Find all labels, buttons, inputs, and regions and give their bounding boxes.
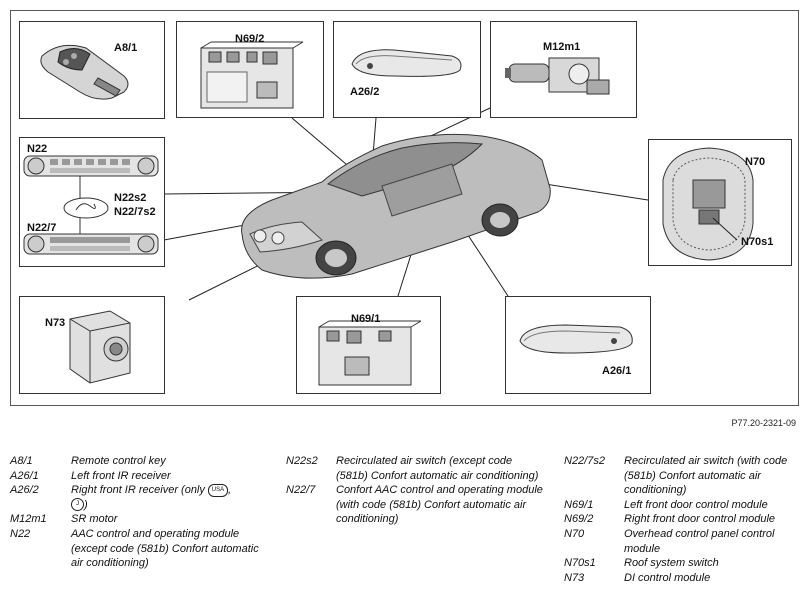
legend-desc: Recirculated air switch (except code (58…: [336, 455, 539, 482]
right-door-module-box: N69/2: [176, 21, 324, 118]
legend-item: N22s2 Recirculated air switch (except co…: [286, 454, 546, 483]
legend-code: N73: [564, 571, 585, 584]
legend-item: M12m1 SR motor: [10, 512, 272, 527]
label-n22-7: N22/7: [27, 222, 57, 234]
legend-item: A8/1 Remote control key: [10, 454, 272, 469]
figure-id: P77.20-2321-09: [731, 418, 796, 428]
legend-item: N70 Overhead control panel control modul…: [564, 527, 804, 556]
remote-key-box: A8/1: [19, 21, 165, 119]
legend-desc: Confort AAC control and operating module…: [336, 484, 543, 526]
label-a26-2: A26/2: [350, 86, 380, 98]
legend-code: A8/1: [10, 455, 33, 467]
label-m12m1: M12m1: [543, 41, 581, 53]
legend-desc: Recirculated air switch (with code (581b…: [624, 455, 788, 497]
legend-code: N69/1: [564, 498, 594, 511]
legend-desc: Right front IR receiver (only: [71, 484, 205, 497]
label-n22: N22: [27, 143, 48, 155]
legend-desc-cont: (except code (581b) Confort automatic ai…: [71, 542, 259, 570]
left-ir-receiver-illustration: [519, 324, 633, 354]
label-a26-1: A26/1: [602, 365, 632, 377]
car-illustration: [241, 133, 551, 279]
label-n22-7s2: N22/7s2: [114, 206, 156, 218]
legend-comma: ,: [227, 484, 232, 497]
legend-desc: DI control module: [624, 571, 711, 584]
label-n70: N70: [745, 156, 766, 168]
legend-code: N22s2: [286, 455, 318, 467]
legend-desc: Remote control key: [71, 455, 166, 467]
legend-desc-wrap: AAC control and operating module (except…: [71, 527, 272, 571]
legend-desc: Right front door control module: [624, 513, 776, 526]
legend-item: N70s1 Roof system switch: [564, 556, 804, 571]
remote-key-illustration: [40, 44, 129, 100]
legend-code: A26/2: [10, 484, 39, 497]
legend-column-1: A8/1 Remote control key A26/1 Left front…: [10, 454, 272, 571]
legend-column-3: N22/7s2 Recirculated air switch (with co…: [564, 454, 804, 585]
legend-code: N22/7s2: [564, 455, 605, 467]
legend-desc-wrap: Right front IR receiver (only USA, J): [71, 483, 232, 512]
legend-code: A26/1: [10, 469, 39, 482]
legend-item: N73 DI control module: [564, 571, 804, 586]
legend-item: N69/1 Left front door control module: [564, 498, 804, 513]
legend-item: A26/1 Left front IR receiver: [10, 469, 272, 484]
legend-code: M12m1: [10, 513, 47, 526]
aac-panels-box: N22 N22s2 N22/7s2 N22/7: [19, 137, 165, 267]
right-ir-receiver-illustration: [351, 49, 462, 77]
right-door-module-illustration: [200, 41, 304, 109]
legend-item: N22/7s2 Recirculated air switch (with co…: [564, 454, 804, 498]
legend-item: A26/2 Right front IR receiver (only USA,…: [10, 483, 272, 512]
sr-motor-box: M12m1: [490, 21, 637, 118]
legend-code: N70: [564, 527, 585, 540]
left-door-module-box: N69/1: [296, 296, 441, 394]
overhead-panel-illustration: [662, 147, 754, 261]
left-ir-receiver-box: A26/1: [505, 296, 651, 394]
legend-item: N22 AAC control and operating module (ex…: [10, 527, 272, 571]
label-n70s1: N70s1: [741, 236, 774, 248]
left-door-module-illustration: [318, 320, 422, 386]
di-module-box: N73: [19, 296, 165, 394]
legend-desc: SR motor: [71, 513, 118, 526]
legend-code: N70s1: [564, 557, 596, 570]
label-n22s2: N22s2: [114, 192, 147, 204]
legend-desc: Left front door control module: [624, 498, 768, 511]
legend-code: N22/7: [286, 484, 316, 497]
legend-code: N22: [10, 527, 31, 540]
legend-desc: Overhead control panel control module: [624, 527, 775, 555]
usa-version-icon: USA: [207, 483, 228, 497]
overhead-panel-box: N70 N70s1: [648, 139, 792, 266]
japan-version-icon: J: [71, 498, 84, 512]
diagram-frame: [10, 10, 799, 406]
legend-desc: Left front IR receiver: [71, 469, 171, 482]
sr-motor-illustration: [505, 57, 610, 95]
right-ir-receiver-box: A26/2: [333, 21, 481, 118]
legend-item: N69/2 Right front door control module: [564, 512, 804, 527]
label-n73: N73: [45, 317, 66, 329]
label-a8-1: A8/1: [114, 42, 138, 54]
legend-code: N69/2: [564, 513, 594, 526]
legend-desc: AAC control and operating module: [71, 527, 240, 540]
legend-column-2: N22s2 Recirculated air switch (except co…: [286, 454, 546, 527]
legend-item: N22/7 Confort AAC control and operating …: [286, 483, 546, 527]
di-module-illustration: [69, 310, 131, 384]
label-n69-2: N69/2: [235, 33, 265, 45]
legend-desc: Roof system switch: [624, 557, 719, 570]
label-n69-1: N69/1: [351, 313, 381, 325]
aac-panels-illustration: [23, 155, 159, 255]
